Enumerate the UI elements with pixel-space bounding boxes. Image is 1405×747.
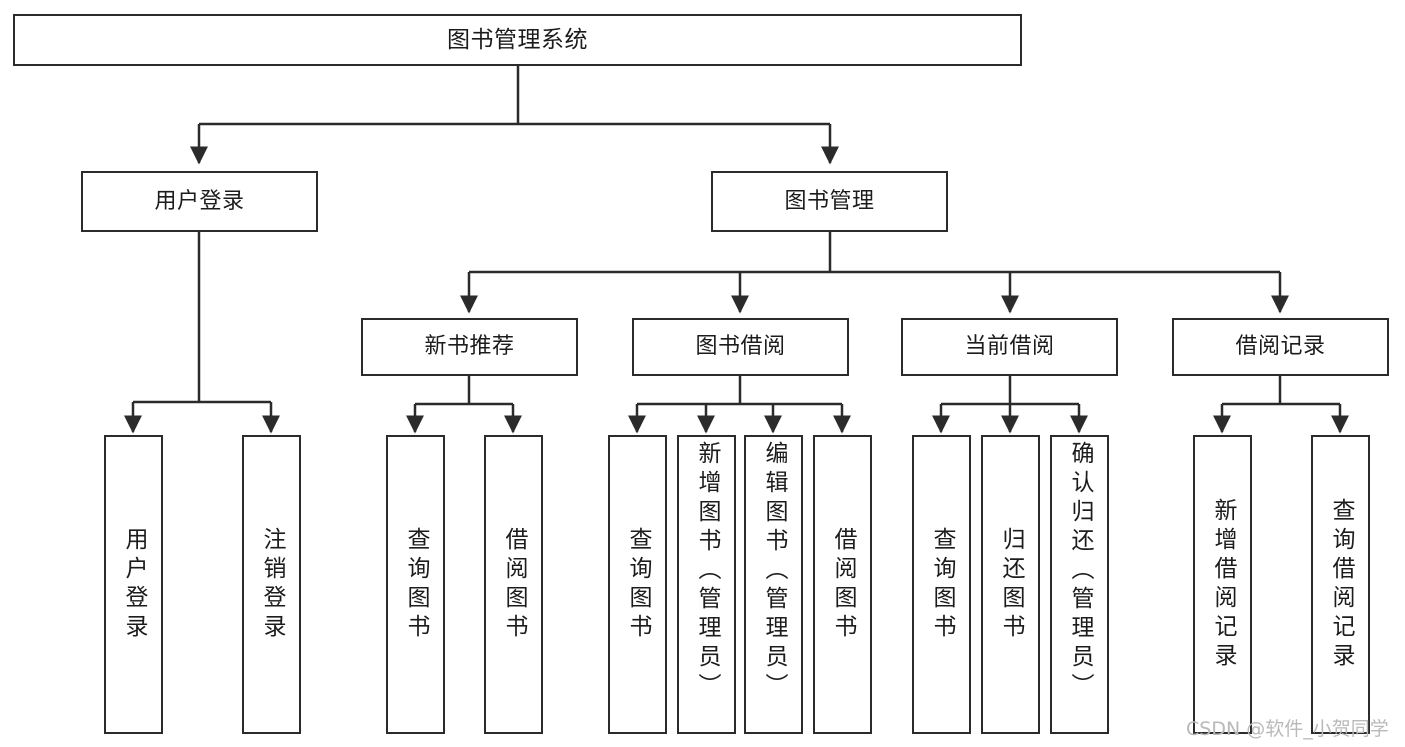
- node-new-book-recommend[interactable]: 新书推荐: [361, 318, 578, 376]
- node-label: 确认归还（管理员）: [1067, 441, 1093, 702]
- node-label: 查询图书: [929, 526, 955, 643]
- node-book-borrow[interactable]: 图书借阅: [632, 318, 849, 376]
- node-leaf-borrow-book-1[interactable]: 借阅图书: [484, 435, 543, 734]
- node-label: 新增借阅记录: [1210, 497, 1236, 672]
- node-leaf-edit-book[interactable]: 编辑图书（管理员）: [744, 435, 803, 734]
- node-label: 用户登录: [121, 526, 147, 643]
- node-leaf-confirm-return[interactable]: 确认归还（管理员）: [1050, 435, 1109, 734]
- node-label: 图书借阅: [695, 334, 786, 360]
- node-leaf-return-book[interactable]: 归还图书: [981, 435, 1040, 734]
- node-borrow-record[interactable]: 借阅记录: [1172, 318, 1389, 376]
- node-leaf-query-book-1[interactable]: 查询图书: [386, 435, 445, 734]
- node-label: 借阅记录: [1235, 334, 1326, 360]
- node-label: 查询图书: [625, 526, 651, 643]
- node-label: 当前借阅: [964, 334, 1055, 360]
- node-leaf-logout[interactable]: 注销登录: [242, 435, 301, 734]
- node-label: 借阅图书: [501, 526, 527, 643]
- node-label: 借阅图书: [830, 526, 856, 643]
- node-label: 新书推荐: [424, 334, 515, 360]
- node-label: 归还图书: [998, 526, 1024, 643]
- csdn-watermark: CSDN @软件_小贺同学: [1186, 718, 1389, 740]
- node-book-management[interactable]: 图书管理: [711, 171, 948, 232]
- node-leaf-query-record[interactable]: 查询借阅记录: [1311, 435, 1370, 734]
- node-leaf-query-book-2[interactable]: 查询图书: [608, 435, 667, 734]
- node-label: 图书管理系统: [447, 26, 588, 53]
- node-label: 编辑图书（管理员）: [761, 441, 787, 702]
- node-label: 图书管理: [784, 188, 875, 214]
- node-current-borrow[interactable]: 当前借阅: [901, 318, 1118, 376]
- node-label: 新增图书（管理员）: [694, 441, 720, 702]
- node-label: 用户登录: [154, 188, 245, 214]
- node-label: 查询借阅记录: [1328, 497, 1354, 672]
- node-leaf-borrow-book-2[interactable]: 借阅图书: [813, 435, 872, 734]
- node-root-book-management-system[interactable]: 图书管理系统: [13, 14, 1022, 66]
- node-user-login[interactable]: 用户登录: [81, 171, 318, 232]
- node-leaf-add-record[interactable]: 新增借阅记录: [1193, 435, 1252, 734]
- node-leaf-query-book-3[interactable]: 查询图书: [912, 435, 971, 734]
- node-leaf-add-book[interactable]: 新增图书（管理员）: [677, 435, 736, 734]
- node-label: 查询图书: [403, 526, 429, 643]
- node-leaf-user-login[interactable]: 用户登录: [104, 435, 163, 734]
- node-label: 注销登录: [259, 526, 285, 643]
